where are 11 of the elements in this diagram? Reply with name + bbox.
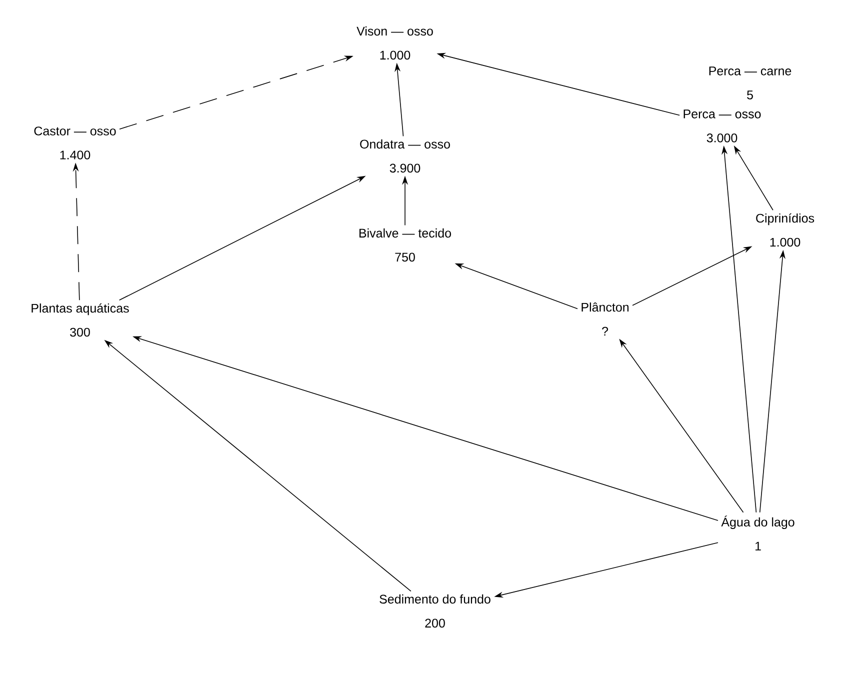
text-label: Ondatra — osso 3.900 — [360, 139, 450, 173]
text-label: Castor — osso 1.400 — [34, 126, 116, 160]
text-label: Bivalve — tecido 750 — [359, 228, 452, 262]
text-label: Perca — carne 5 — [709, 66, 792, 100]
text-label: Plantas aquáticas 300 — [32, 303, 129, 337]
text-label: Plâncton ? — [582, 302, 628, 336]
text-label: Água do lago 1 — [721, 516, 794, 550]
text-label: Sedimento do fundo 200 — [380, 594, 490, 628]
text-label: Vison — osso 1.000 — [356, 26, 433, 60]
text-label: Perca — osso 3.000 — [684, 110, 761, 142]
text-label: Ciprinídios 1.000 — [756, 213, 814, 247]
